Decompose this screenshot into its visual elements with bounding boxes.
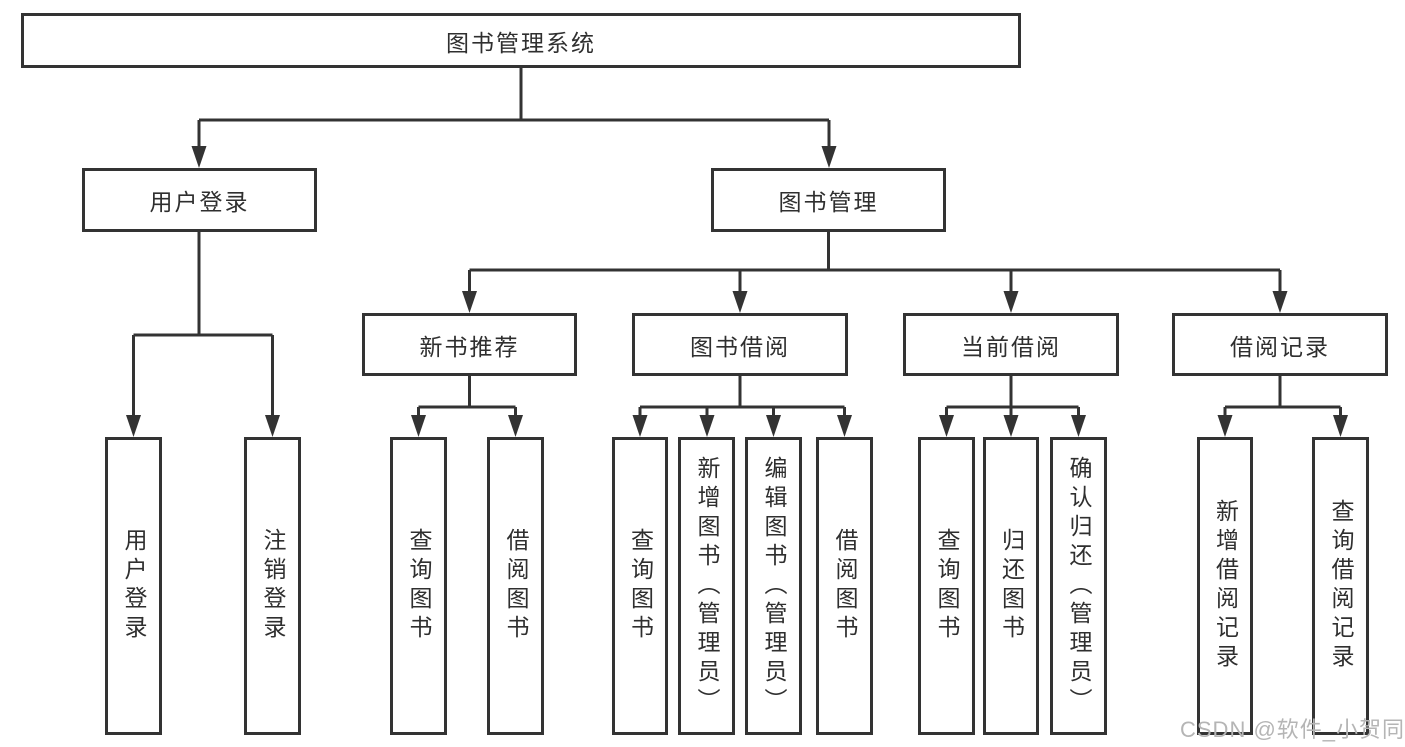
node-label: 新书推荐 xyxy=(419,333,520,360)
node-user-login: 用户登录 xyxy=(82,168,317,232)
leaf-label: 查询图书 xyxy=(627,528,654,644)
leaf-borrow-books: 借阅图书 xyxy=(816,437,873,735)
leaf-borrow-books-recommend: 借阅图书 xyxy=(487,437,544,735)
leaf-label: 确认归还（管理员） xyxy=(1066,455,1092,717)
leaf-label: 查询借阅记录 xyxy=(1328,499,1354,673)
csdn-watermark: CSDN @软件_小贺同学 xyxy=(1180,717,1405,742)
leaf-label: 用户登录 xyxy=(121,528,147,644)
arrowhead-group xyxy=(126,146,1348,437)
leaf-add-books-admin: 新增图书（管理员） xyxy=(678,437,735,735)
leaf-label: 查询图书 xyxy=(406,528,432,644)
node-label: 图书管理 xyxy=(778,189,879,215)
node-borrow-records: 借阅记录 xyxy=(1172,313,1388,376)
leaf-query-borrow-record: 查询借阅记录 xyxy=(1312,437,1369,735)
leaf-query-books-recommend: 查询图书 xyxy=(390,437,447,735)
node-label: 当前借阅 xyxy=(961,333,1061,360)
node-new-book-recommend: 新书推荐 xyxy=(362,313,577,376)
leaf-label: 归还图书 xyxy=(998,528,1025,644)
node-label: 借阅记录 xyxy=(1230,333,1330,360)
node-label: 图书借阅 xyxy=(690,333,790,360)
leaf-add-borrow-record: 新增借阅记录 xyxy=(1197,437,1253,735)
leaf-label: 借阅图书 xyxy=(503,528,529,644)
leaf-label: 新增图书（管理员） xyxy=(694,455,720,717)
node-current-borrow: 当前借阅 xyxy=(903,313,1119,376)
leaf-label: 借阅图书 xyxy=(832,528,858,644)
leaf-user-login: 用户登录 xyxy=(105,437,162,735)
node-book-management: 图书管理 xyxy=(711,168,946,232)
node-label: 用户登录 xyxy=(149,189,250,215)
leaf-label: 查询图书 xyxy=(934,528,960,644)
leaf-label: 新增借阅记录 xyxy=(1212,499,1239,673)
node-library-management-system: 图书管理系统 xyxy=(21,13,1021,68)
node-label: 图书管理系统 xyxy=(446,29,596,56)
leaf-logout: 注销登录 xyxy=(244,437,301,735)
leaf-query-books-borrow: 查询图书 xyxy=(612,437,668,735)
node-book-borrow: 图书借阅 xyxy=(632,313,848,376)
leaf-edit-books-admin: 编辑图书（管理员） xyxy=(745,437,802,735)
leaf-query-books-current: 查询图书 xyxy=(918,437,975,735)
leaf-label: 注销登录 xyxy=(260,528,286,644)
leaf-confirm-return-admin: 确认归还（管理员） xyxy=(1050,437,1107,735)
leaf-label: 编辑图书（管理员） xyxy=(761,455,787,717)
leaf-return-books: 归还图书 xyxy=(983,437,1039,735)
